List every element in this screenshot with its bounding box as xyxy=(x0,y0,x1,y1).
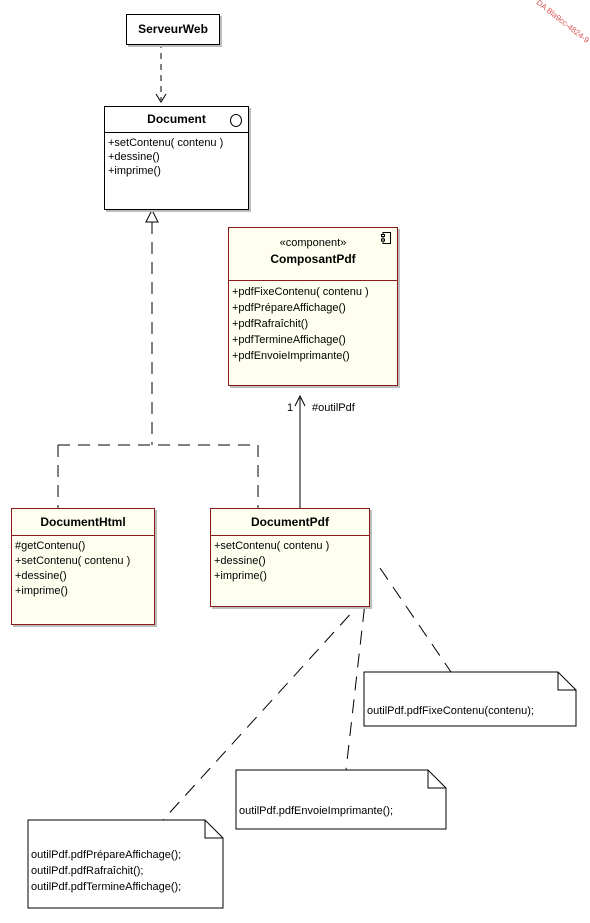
note-affichage[interactable]: outilPdf.pdfPrépareAffichage(); outilPdf… xyxy=(28,845,184,897)
note-line: outilPdf.pdfTermineAffichage(); xyxy=(31,881,182,893)
operation: +dessine() xyxy=(108,151,160,163)
realization-lines xyxy=(57,222,259,508)
component-composantpdf[interactable]: «component» ComposantPdf +pdfFixeContenu… xyxy=(228,227,398,386)
note-shapes xyxy=(27,671,577,909)
operation: +pdfFixeContenu( contenu ) xyxy=(232,286,369,298)
component-composantpdf-name: ComposantPdf xyxy=(270,252,356,266)
class-serveurweb-name: ServeurWeb xyxy=(138,22,208,36)
operation: +setContenu( contenu ) xyxy=(214,540,330,552)
operation: +dessine() xyxy=(214,555,266,567)
operation: +pdfPrépareAffichage() xyxy=(232,302,346,314)
interface-document[interactable]: Document +setContenu( contenu ) +dessine… xyxy=(104,106,249,210)
component-stereotype: «component» xyxy=(279,237,347,249)
operation: +imprime() xyxy=(15,585,68,597)
operation: +dessine() xyxy=(15,570,67,582)
class-documenthtml[interactable]: DocumentHtml #getContenu() +setContenu( … xyxy=(11,508,155,625)
component-icon xyxy=(381,232,391,244)
note-line: outilPdf.pdfFixeContenu(contenu); xyxy=(367,705,534,717)
dependency-serveurweb-document xyxy=(155,42,167,103)
operation: +imprime() xyxy=(214,570,267,582)
component-composantpdf-operations: +pdfFixeContenu( contenu ) +pdfPrépareAf… xyxy=(229,281,397,364)
operation: +pdfTermineAffichage() xyxy=(232,334,346,346)
realization-arrowhead xyxy=(145,208,159,223)
class-documentpdf-operations: +setContenu( contenu ) +dessine() +impri… xyxy=(211,536,369,584)
operation: +setContenu( contenu ) xyxy=(15,555,131,567)
class-documentpdf-name: DocumentPdf xyxy=(211,509,369,536)
operation: +pdfRafraîchit() xyxy=(232,318,309,330)
interface-icon xyxy=(230,114,242,127)
association-outilpdf xyxy=(294,394,306,508)
class-documenthtml-operations: #getContenu() +setContenu( contenu ) +de… xyxy=(12,536,154,599)
interface-document-name: Document xyxy=(147,112,206,126)
interface-document-operations: +setContenu( contenu ) +dessine() +impri… xyxy=(105,133,248,178)
note-line: outilPdf.pdfEnvoieImprimante(); xyxy=(239,805,394,817)
operation: +imprime() xyxy=(108,165,161,177)
interface-document-header: Document xyxy=(105,107,248,133)
class-documenthtml-name: DocumentHtml xyxy=(12,509,154,536)
component-composantpdf-header: «component» ComposantPdf xyxy=(229,228,397,281)
note-envoieimprimante[interactable]: outilPdf.pdfEnvoieImprimante(); xyxy=(236,801,396,821)
operation: +pdfEnvoieImprimante() xyxy=(232,350,350,362)
association-multiplicity: 1 xyxy=(287,402,294,414)
note-fixecontenu[interactable]: outilPdf.pdfFixeContenu(contenu); xyxy=(364,701,537,721)
operation: +setContenu( contenu ) xyxy=(108,137,224,149)
association-role: #outilPdf xyxy=(312,402,355,414)
operation: #getContenu() xyxy=(15,540,86,552)
class-serveurweb[interactable]: ServeurWeb xyxy=(126,14,220,45)
class-documentpdf[interactable]: DocumentPdf +setContenu( contenu ) +dess… xyxy=(210,508,370,607)
note-line: outilPdf.pdfRafraîchit(); xyxy=(31,865,144,877)
note-line: outilPdf.pdfPrépareAffichage(); xyxy=(31,849,182,861)
note-connectors xyxy=(162,567,452,821)
